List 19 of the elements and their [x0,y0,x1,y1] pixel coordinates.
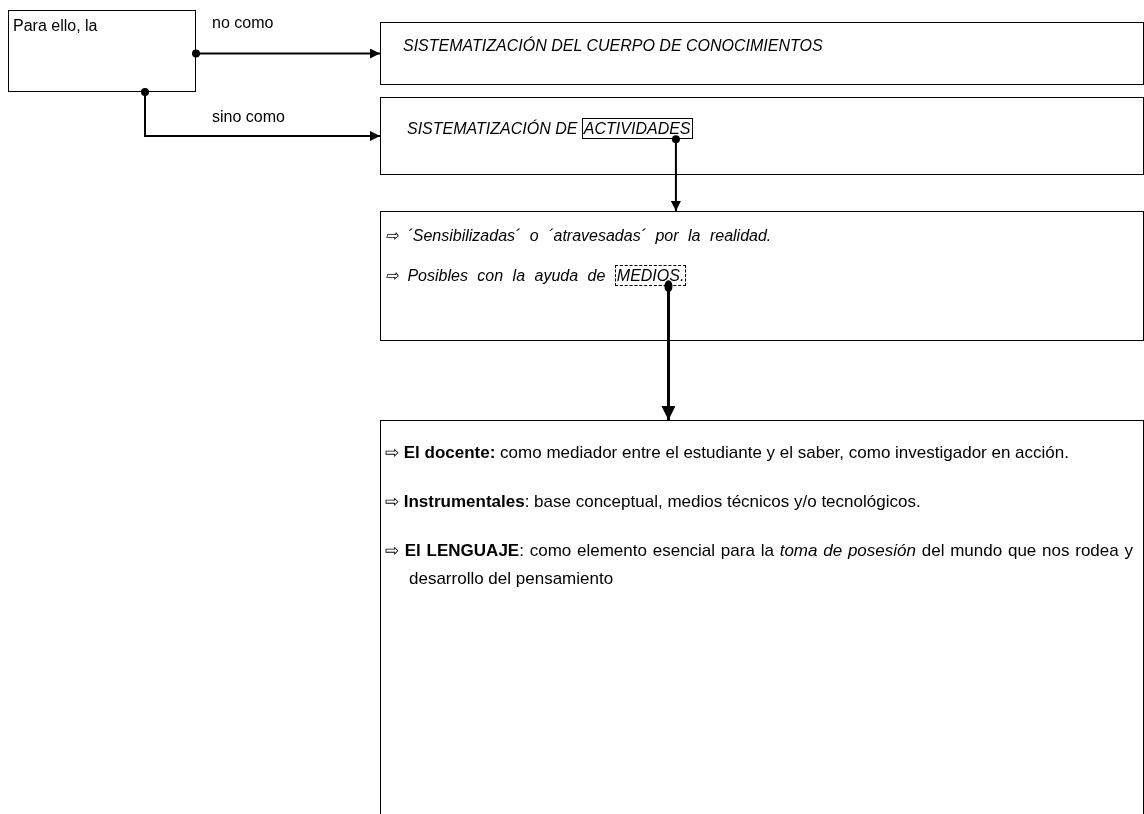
text-box [380,97,1144,175]
bullet-paragraph: ⇨ El LENGUAJE: como elemento esencial para la toma de posesión del mundo que nos rodea y desarrollo del pensamiento [385,540,1133,590]
arrow [141,88,381,141]
bullet-paragraph: ⇨ El docente: como mediador entre el estudiante y el saber, como investigador en acción. [385,442,1070,464]
boxed-term: MEDIOS. [614,265,687,287]
boxed-term: ACTIVIDADES [581,118,693,140]
arrow [192,48,381,59]
box-text: Para ello, la [13,17,99,35]
bullet-text: ⇨ Posibles con la ayuda de MEDIOS. [385,265,1143,287]
bullet-text: ⇨ ´Sensibilizadas´ o ´atravesadas´ por la realidad. [385,226,773,245]
box-text: SISTEMATIZACIÓN DEL CUERPO DE CONOCIMIENTOS [403,37,823,54]
text-box [380,22,1144,85]
text-box [380,211,1144,341]
arrow [661,280,676,420]
text-box [380,420,1144,814]
text-box [8,10,196,92]
box-text: SISTEMATIZACIÓN DE ACTIVIDADES [407,120,693,137]
arrow [670,135,681,212]
bullet-paragraph: ⇨ Instrumentales: base conceptual, medios técnicos y/o tecnológicos. [385,491,922,514]
